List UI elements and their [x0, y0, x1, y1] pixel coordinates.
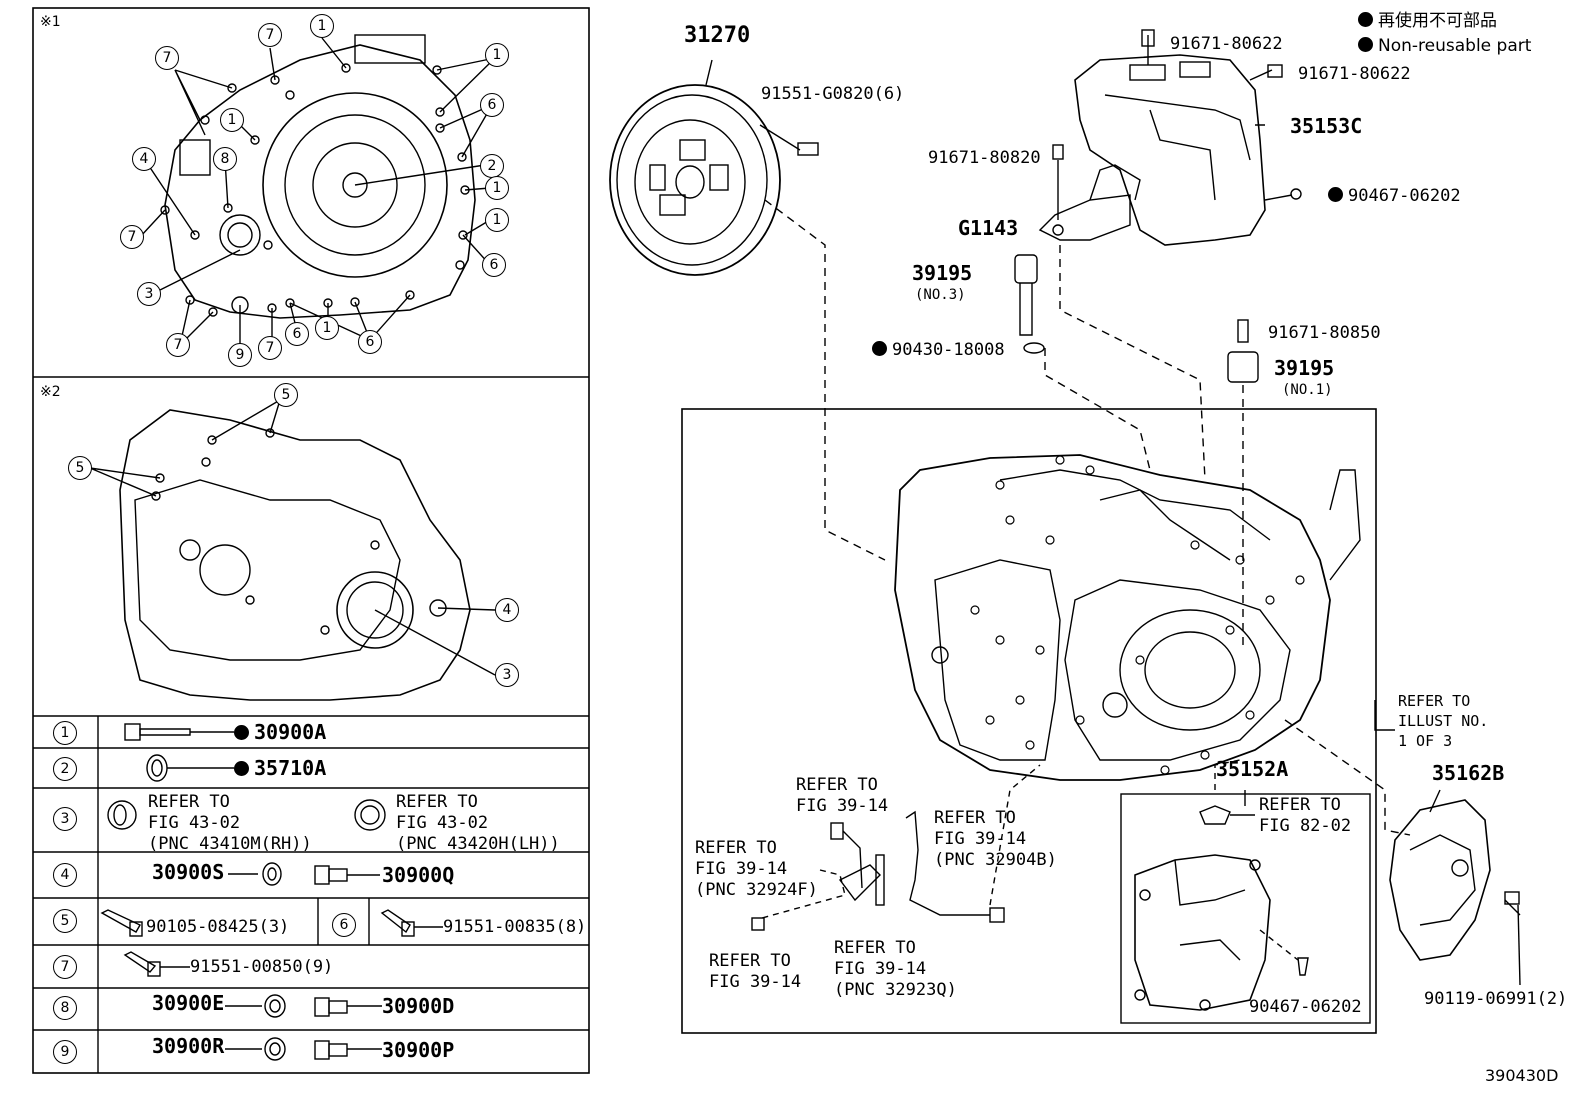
callout-7: 7: [166, 333, 190, 357]
callout-7: 7: [155, 46, 179, 70]
callout-1: 1: [485, 208, 509, 232]
transmission-assembly-drawing: [894, 454, 1361, 781]
mount-pin-drawing: [1014, 254, 1151, 471]
label-39195-no1: 39195: [1274, 356, 1335, 380]
label-35153c: 35153C: [1290, 114, 1363, 138]
label-refer-fig-39-14-e: REFER TO FIG 39-14 (PNC 32923Q): [834, 938, 957, 1000]
label-90430-18008: 90430-18008: [872, 341, 1005, 359]
label-90119-06991: 90119-06991(2): [1424, 989, 1568, 1009]
table-part-30900p: 30900P: [382, 1038, 455, 1062]
callout-7: 7: [258, 336, 282, 360]
callout-3: 3: [495, 663, 519, 687]
clutch-disc-drawing: [609, 59, 886, 561]
callout-1: 1: [310, 14, 334, 38]
callout-9: 9: [228, 343, 252, 367]
label-39195-no1-sub: (NO.1): [1282, 382, 1333, 398]
transmission-assembly-frame: [681, 408, 1377, 1034]
transaxle-case-rear-view: [89, 399, 496, 701]
callout-6: 6: [358, 330, 382, 354]
label-refer-fig-39-14-a: REFER TO FIG 39-14: [796, 775, 889, 816]
table-part-91551-00835: 91551-00835(8): [443, 917, 587, 937]
label-39195-no3: 39195: [912, 261, 973, 285]
callout-5: 5: [68, 456, 92, 480]
table-part-90105: 90105-08425(3): [146, 917, 290, 937]
table-key-2: 2: [53, 757, 77, 781]
label-91671-80820: 91671-80820: [928, 148, 1041, 168]
table-part-30900s: 30900S: [152, 860, 225, 884]
callout-4: 4: [495, 598, 519, 622]
callout-1: 1: [485, 176, 509, 200]
label-refer-fig-39-14-b: REFER TO FIG 39-14 (PNC 32904B): [934, 808, 1057, 870]
table-refer-rh: REFER TO FIG 43-02 (PNC 43410M(RH)): [148, 792, 312, 854]
label-91551-g0820: 91551-G0820(6): [761, 84, 905, 104]
callout-2: 2: [480, 154, 504, 178]
callout-6: 6: [285, 322, 309, 346]
table-key-4: 4: [53, 863, 77, 887]
mount-bushing-drawing: [1227, 319, 1259, 650]
legend-en: Non-reusable part: [1358, 37, 1531, 55]
callout-1: 1: [315, 316, 339, 340]
label-35162b: 35162B: [1432, 761, 1505, 785]
left-panel-frame: [32, 7, 590, 1074]
table-part-30900a: 30900A: [234, 722, 326, 742]
label-refer-fig-82-02: REFER TO FIG 82-02: [1259, 795, 1352, 836]
legend-jp: 再使用不可部品: [1358, 12, 1497, 30]
inset-marker-1: ※1: [40, 14, 61, 30]
callout-4: 4: [132, 147, 156, 171]
table-key-5: 5: [53, 909, 77, 933]
label-91671-80622-b: 91671-80622: [1298, 64, 1411, 84]
label-31270: 31270: [684, 23, 751, 48]
table-part-30900e: 30900E: [152, 991, 225, 1015]
label-g1143: G1143: [958, 216, 1019, 240]
table-key-1: 1: [53, 721, 77, 745]
callout-6: 6: [480, 93, 504, 117]
table-key-9: 9: [53, 1040, 77, 1064]
label-refer-illust: REFER TO ILLUST NO. 1 OF 3: [1398, 692, 1489, 750]
label-refer-fig-39-14-d: REFER TO FIG 39-14: [709, 951, 802, 992]
label-91671-80622-a: 91671-80622: [1170, 34, 1283, 54]
table-key-8: 8: [53, 996, 77, 1020]
table-refer-lh: REFER TO FIG 43-02 (PNC 43420H(LH)): [396, 792, 560, 854]
callout-3: 3: [137, 282, 161, 306]
table-key-3: 3: [53, 807, 77, 831]
label-90467-06202-b: 90467-06202: [1249, 997, 1362, 1017]
g1143-bracket-drawing: [1038, 144, 1206, 481]
table-part-30900r: 30900R: [152, 1034, 225, 1058]
label-35152a: 35152A: [1216, 757, 1289, 781]
callout-5: 5: [274, 383, 298, 407]
label-90467-06202-a: 90467-06202: [1328, 187, 1461, 205]
label-39195-no3-sub: (NO.3): [915, 287, 966, 303]
table-part-30900q: 30900Q: [382, 863, 455, 887]
table-part-30900d: 30900D: [382, 994, 455, 1018]
table-part-icons: [100, 723, 443, 1061]
diagram-code: 390430D: [1485, 1066, 1559, 1085]
callout-7: 7: [120, 225, 144, 249]
callout-6: 6: [482, 253, 506, 277]
callout-1: 1: [485, 43, 509, 67]
bracket-subassy-drawing: [1134, 759, 1309, 1011]
sensor-parts-drawing: [751, 764, 1041, 931]
label-91671-80850: 91671-80850: [1268, 323, 1381, 343]
transaxle-case-front-view: [139, 34, 496, 346]
table-part-35710a: 35710A: [234, 758, 326, 778]
transmission-bracket-drawing: [1074, 29, 1302, 246]
callout-1: 1: [220, 108, 244, 132]
label-refer-fig-39-14-c: REFER TO FIG 39-14 (PNC 32924F): [695, 838, 818, 900]
callout-7: 7: [258, 23, 282, 47]
table-key-7: 7: [53, 955, 77, 979]
side-cover-drawing: [1389, 789, 1521, 986]
callout-8: 8: [213, 147, 237, 171]
table-key-6: 6: [332, 913, 356, 937]
inset-marker-2: ※2: [40, 384, 61, 400]
table-part-91551-00850: 91551-00850(9): [190, 957, 334, 977]
